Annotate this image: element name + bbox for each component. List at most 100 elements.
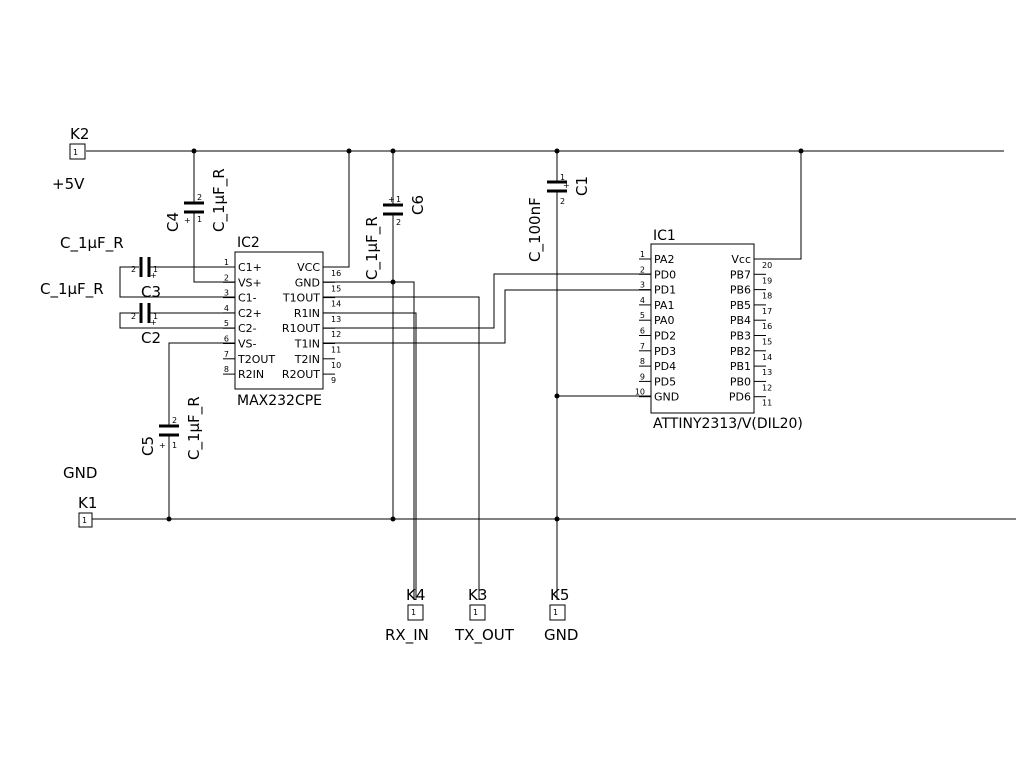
connector-k4[interactable]: 1 K4 RX_IN [385, 586, 429, 645]
pin-name: PD2 [654, 330, 676, 343]
pin-name: PD4 [654, 360, 676, 373]
pin-number: 7 [224, 350, 229, 359]
pin-name: VS- [238, 338, 257, 351]
wire [119, 312, 235, 329]
capacitor-c5[interactable]: 2 1 + C5 C_1μF_R [139, 396, 204, 460]
junctions [166, 148, 804, 522]
pin-number: 9 [640, 372, 645, 381]
pin-number: 14 [331, 300, 341, 309]
connector-label: K4 [406, 586, 425, 604]
pin-name: GND [295, 276, 320, 289]
wire [323, 281, 415, 600]
pin-number: 11 [762, 399, 772, 408]
pin-name: PD3 [654, 345, 676, 358]
pin-number: 17 [762, 307, 772, 316]
pin-number: 5 [224, 319, 229, 328]
capacitor-name: C6 [409, 195, 427, 215]
pin-number: 2 [172, 416, 177, 425]
capacitor-value: C_1μF_R [185, 396, 204, 460]
pin-name: PB4 [730, 314, 751, 327]
pin-number: 2 [131, 312, 136, 321]
pin-number: 14 [762, 353, 772, 362]
pin-number: 19 [762, 276, 772, 285]
connector-k5[interactable]: 1 K5 GND [544, 586, 578, 644]
pin-name: PB3 [730, 330, 751, 343]
pin-number: 1 [396, 195, 401, 204]
wire [119, 266, 235, 298]
pin-number: 1 [172, 441, 177, 450]
pin-number: 18 [762, 292, 772, 301]
polarity-mark: + [150, 271, 157, 280]
pin-number: 15 [331, 284, 341, 293]
pin-number: 12 [762, 383, 772, 392]
connector-k2[interactable]: 1 K2 +5V [52, 125, 89, 193]
pin-name: PB0 [730, 375, 751, 388]
junction-dot [554, 393, 560, 399]
pin-number: 6 [224, 335, 229, 344]
junction-dot [390, 148, 396, 154]
wire [323, 151, 350, 268]
junction-dot [554, 516, 560, 522]
ic-reference: IC2 [237, 235, 260, 251]
wire [323, 312, 417, 600]
pin-number: 6 [640, 327, 645, 336]
pin-name: PB2 [730, 345, 751, 358]
pin-name: PD6 [729, 391, 751, 404]
pin-number: 1 [473, 608, 478, 617]
pin-number: 2 [131, 265, 136, 274]
polarity-mark: + [150, 318, 157, 327]
connector-k3[interactable]: 1 K3 TX_OUT [454, 586, 515, 645]
connector-label: K2 [70, 125, 89, 143]
pin-name: R2IN [238, 368, 264, 381]
connector-label: K3 [468, 586, 487, 604]
pin-name: R2OUT [282, 368, 320, 381]
pin-name: PD1 [654, 284, 676, 297]
capacitor-c6[interactable]: 1 2 + C6 C_1μF_R [363, 195, 427, 280]
pin-name: PD0 [654, 268, 676, 281]
net-label: RX_IN [385, 626, 429, 645]
pin-name: C2+ [238, 307, 262, 320]
ic-part-number: ATTINY2313/V(DIL20) [653, 416, 803, 432]
pin-number: 8 [224, 365, 229, 374]
pin-name: R1OUT [282, 322, 320, 335]
pin-number: 7 [640, 342, 645, 351]
polarity-mark: + [563, 181, 570, 190]
pin-name: GND [654, 391, 679, 404]
pin-name: VCC [297, 261, 320, 274]
connector-k1[interactable]: 1 K1 GND [63, 464, 97, 528]
pin-name: C1- [238, 292, 257, 305]
pin-name: VS+ [238, 276, 262, 289]
pin-number: 16 [762, 322, 772, 331]
wire [754, 151, 802, 260]
pin-number: 2 [640, 265, 645, 274]
capacitor-c4[interactable]: 2 1 + C4 C_1μF_R [164, 168, 229, 232]
capacitor-name: C3 [141, 283, 161, 301]
pin-number: 4 [224, 304, 229, 313]
pin-name: PA1 [654, 299, 674, 312]
pin-number: 1 [153, 265, 158, 274]
capacitor-c1[interactable]: 1 2 + C1 C_100nF [526, 173, 591, 262]
pin-number: 1 [560, 173, 565, 182]
capacitor-name: C1 [573, 176, 591, 196]
capacitor-name: C2 [141, 329, 161, 347]
pin-number: 1 [73, 148, 78, 157]
pin-name: PB5 [730, 299, 751, 312]
pin-name: PA0 [654, 314, 674, 327]
pin-number: 16 [331, 269, 341, 278]
connector-label: K5 [550, 586, 569, 604]
junction-dot [390, 279, 396, 285]
pin-number: 15 [762, 338, 772, 347]
pin-number: 10 [635, 388, 645, 397]
capacitor-c2[interactable]: 2 1 + C_1μF_R C2 [40, 280, 161, 347]
pin-number: 11 [331, 346, 341, 355]
pin-number: 13 [331, 315, 341, 324]
wire [168, 342, 235, 426]
pin-number: 4 [640, 296, 645, 305]
pin-name: C1+ [238, 261, 262, 274]
pin-number: 2 [224, 273, 229, 282]
capacitor-c3[interactable]: 2 1 + C_1μF_R C3 [60, 234, 161, 301]
pin-number: 1 [82, 516, 87, 525]
